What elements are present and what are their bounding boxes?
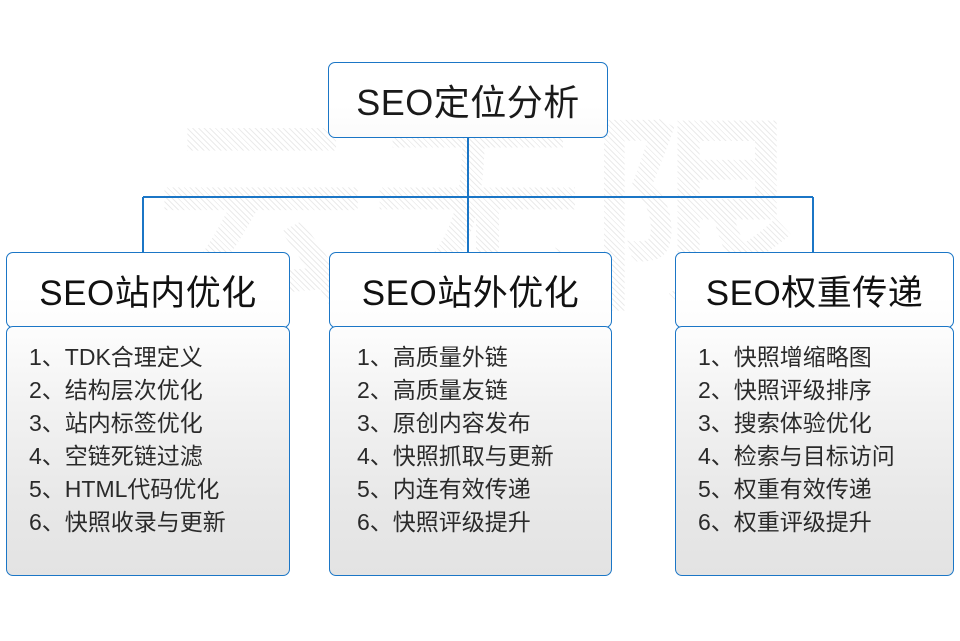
list-item: 2、结构层次优化 [29, 377, 203, 403]
list-item: 4、检索与目标访问 [698, 443, 895, 469]
list-item: 5、内连有效传递 [357, 476, 531, 502]
branch-list-1: 1、TDK合理定义 2、结构层次优化 3、站内标签优化 4、空链死链过滤 5、H… [7, 341, 289, 539]
branch-header-label-3: SEO权重传递 [705, 273, 924, 313]
branch-header-3[interactable]: SEO权重传递 [675, 252, 954, 328]
branch-header-label-1: SEO站内优化 [39, 273, 257, 313]
branch-column-1: SEO站内优化 1、TDK合理定义 2、结构层次优化 3、站内标签优化 4、空链… [6, 252, 290, 576]
branch-column-3: SEO权重传递 1、快照增缩略图 2、快照评级排序 3、搜索体验优化 4、检索与… [675, 252, 954, 576]
root-node[interactable]: SEO定位分析 [328, 62, 608, 138]
root-node-label: SEO定位分析 [356, 82, 580, 123]
branch-body-1: 1、TDK合理定义 2、结构层次优化 3、站内标签优化 4、空链死链过滤 5、H… [6, 326, 290, 576]
branch-header-label-2: SEO站外优化 [361, 273, 580, 313]
list-item: 1、TDK合理定义 [29, 344, 203, 370]
branch-header-1[interactable]: SEO站内优化 [6, 252, 290, 328]
list-item: 3、原创内容发布 [357, 410, 531, 436]
branch-body-3: 1、快照增缩略图 2、快照评级排序 3、搜索体验优化 4、检索与目标访问 5、权… [675, 326, 954, 576]
list-item: 2、快照评级排序 [698, 377, 872, 403]
list-item: 5、权重有效传递 [698, 476, 872, 502]
list-item: 1、快照增缩略图 [698, 344, 872, 370]
list-item: 4、空链死链过滤 [29, 443, 203, 469]
list-item: 2、高质量友链 [357, 377, 508, 403]
list-item: 6、快照评级提升 [357, 509, 531, 535]
list-item: 4、快照抓取与更新 [357, 443, 554, 469]
list-item: 6、权重评级提升 [698, 509, 872, 535]
list-item: 5、HTML代码优化 [29, 476, 220, 502]
branch-list-3: 1、快照增缩略图 2、快照评级排序 3、搜索体验优化 4、检索与目标访问 5、权… [676, 341, 953, 539]
list-item: 3、搜索体验优化 [698, 410, 872, 436]
list-item: 3、站内标签优化 [29, 410, 203, 436]
branch-list-2: 1、高质量外链 2、高质量友链 3、原创内容发布 4、快照抓取与更新 5、内连有… [330, 341, 611, 539]
list-item: 1、高质量外链 [357, 344, 508, 370]
branch-header-2[interactable]: SEO站外优化 [329, 252, 612, 328]
branch-body-2: 1、高质量外链 2、高质量友链 3、原创内容发布 4、快照抓取与更新 5、内连有… [329, 326, 612, 576]
branch-column-2: SEO站外优化 1、高质量外链 2、高质量友链 3、原创内容发布 4、快照抓取与… [329, 252, 612, 576]
list-item: 6、快照收录与更新 [29, 509, 226, 535]
